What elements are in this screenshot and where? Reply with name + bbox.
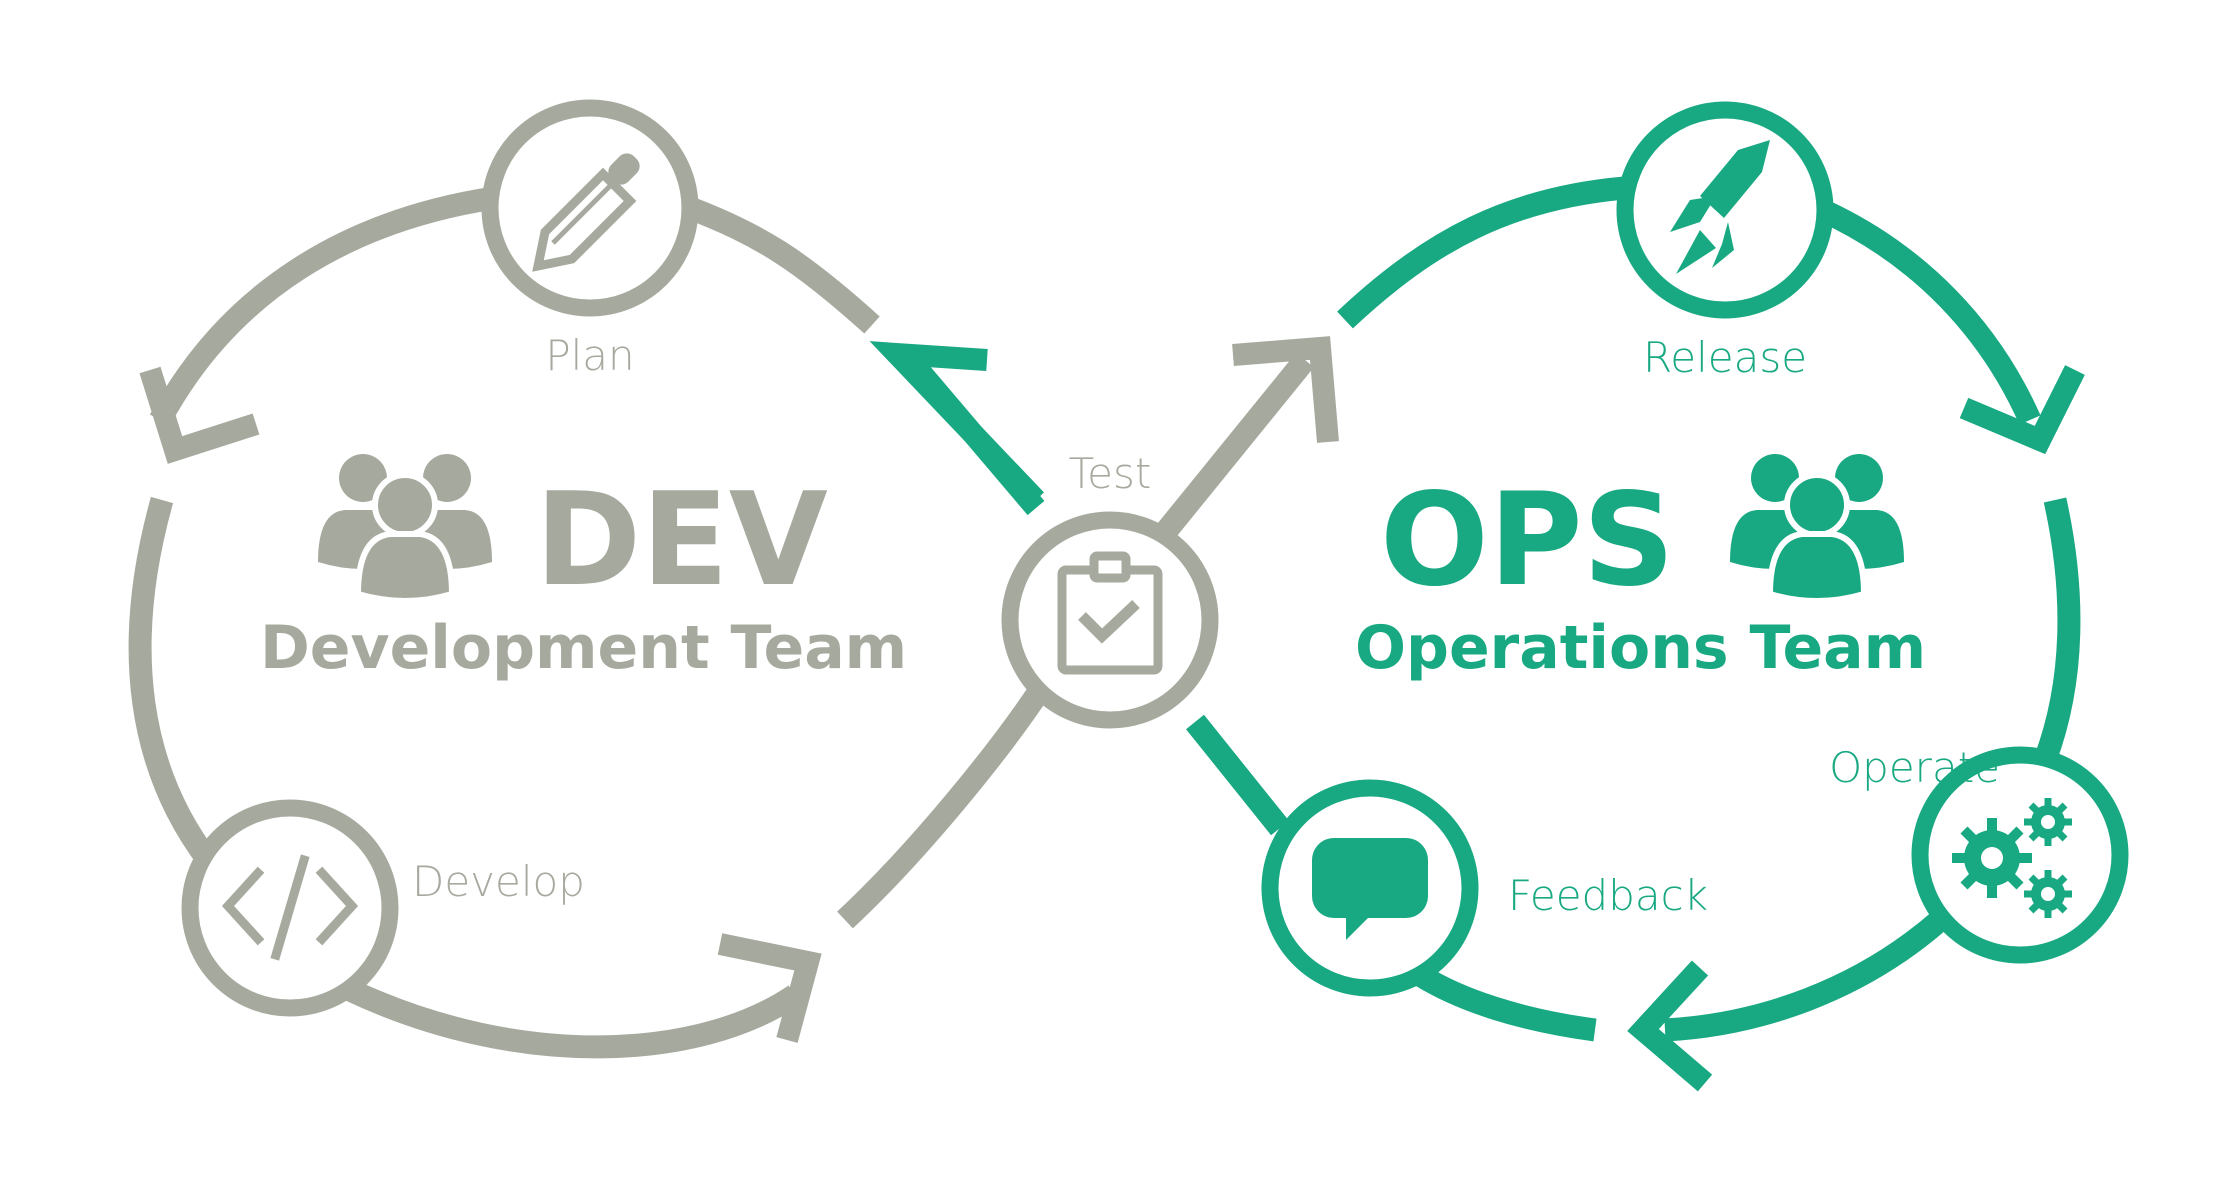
chat-bubble-icon: [1312, 838, 1428, 940]
dev-arrowhead-center-right: [1232, 336, 1339, 443]
dev-arrowhead-left: [139, 366, 260, 464]
dev-arc-bottom: [345, 979, 802, 1059]
dev-arc-plan-to-left: [149, 186, 496, 426]
plan-label: Plan: [545, 331, 634, 380]
ops-arc-right-side: [2034, 497, 2081, 765]
dev-arc-center-to-plan: [685, 197, 880, 334]
ops-loop: [1186, 176, 2081, 1042]
dev-title: DEV: [535, 466, 828, 615]
dev-loop: [128, 186, 1314, 1059]
stage-develop: Develop: [181, 799, 585, 1017]
dev-people-group-icon: [318, 454, 492, 604]
feedback-label: Feedback: [1508, 871, 1708, 920]
release-label: Release: [1643, 333, 1807, 382]
code-icon: [221, 854, 359, 961]
stage-release: Release: [1616, 101, 1834, 382]
rocket-icon: [1670, 140, 1770, 274]
dev-arrowheads: [139, 336, 1339, 1043]
dev-arrowhead-bottom: [717, 933, 822, 1043]
dev-subtitle: Development Team: [260, 613, 907, 683]
crossing-line-to-plan: [903, 354, 1045, 516]
ops-people-group-icon: [1730, 454, 1904, 604]
ops-arc-test-to-feedback: [1186, 714, 1289, 836]
clipboard-check-icon: [1057, 551, 1163, 675]
ops-arc-center-to-release: [1337, 176, 1626, 329]
stage-feedback: Feedback: [1261, 779, 1708, 997]
ops-title: OPS: [1380, 466, 1675, 615]
ops-arc-release-to-right: [1817, 199, 2041, 425]
ops-arrowhead-bottom: [1627, 960, 1713, 1092]
dev-arc-bottom-to-center: [837, 683, 1050, 929]
operate-label: Operate: [1829, 743, 2000, 792]
gears-icon: [1952, 798, 2072, 918]
dev-to-plan-crossing: [903, 354, 1045, 516]
test-label: Test: [1069, 449, 1152, 498]
stage-test: Test: [1001, 449, 1219, 729]
ops-subtitle: Operations Team: [1355, 613, 1926, 683]
develop-label: Develop: [412, 857, 585, 906]
stage-operate: Operate: [1829, 743, 2129, 964]
ops-arc-bottom-to-feedback: [1413, 965, 1597, 1042]
ops-arrowhead-right: [1959, 365, 2085, 455]
pencil-icon: [532, 153, 640, 272]
test-circle: [1001, 511, 1219, 729]
stage-plan: Plan: [481, 99, 699, 380]
dev-arc-left-side: [128, 496, 218, 867]
dev-diagonal-to-test: [1154, 352, 1314, 543]
ops-arc-operate-to-bottom: [1664, 911, 1948, 1042]
